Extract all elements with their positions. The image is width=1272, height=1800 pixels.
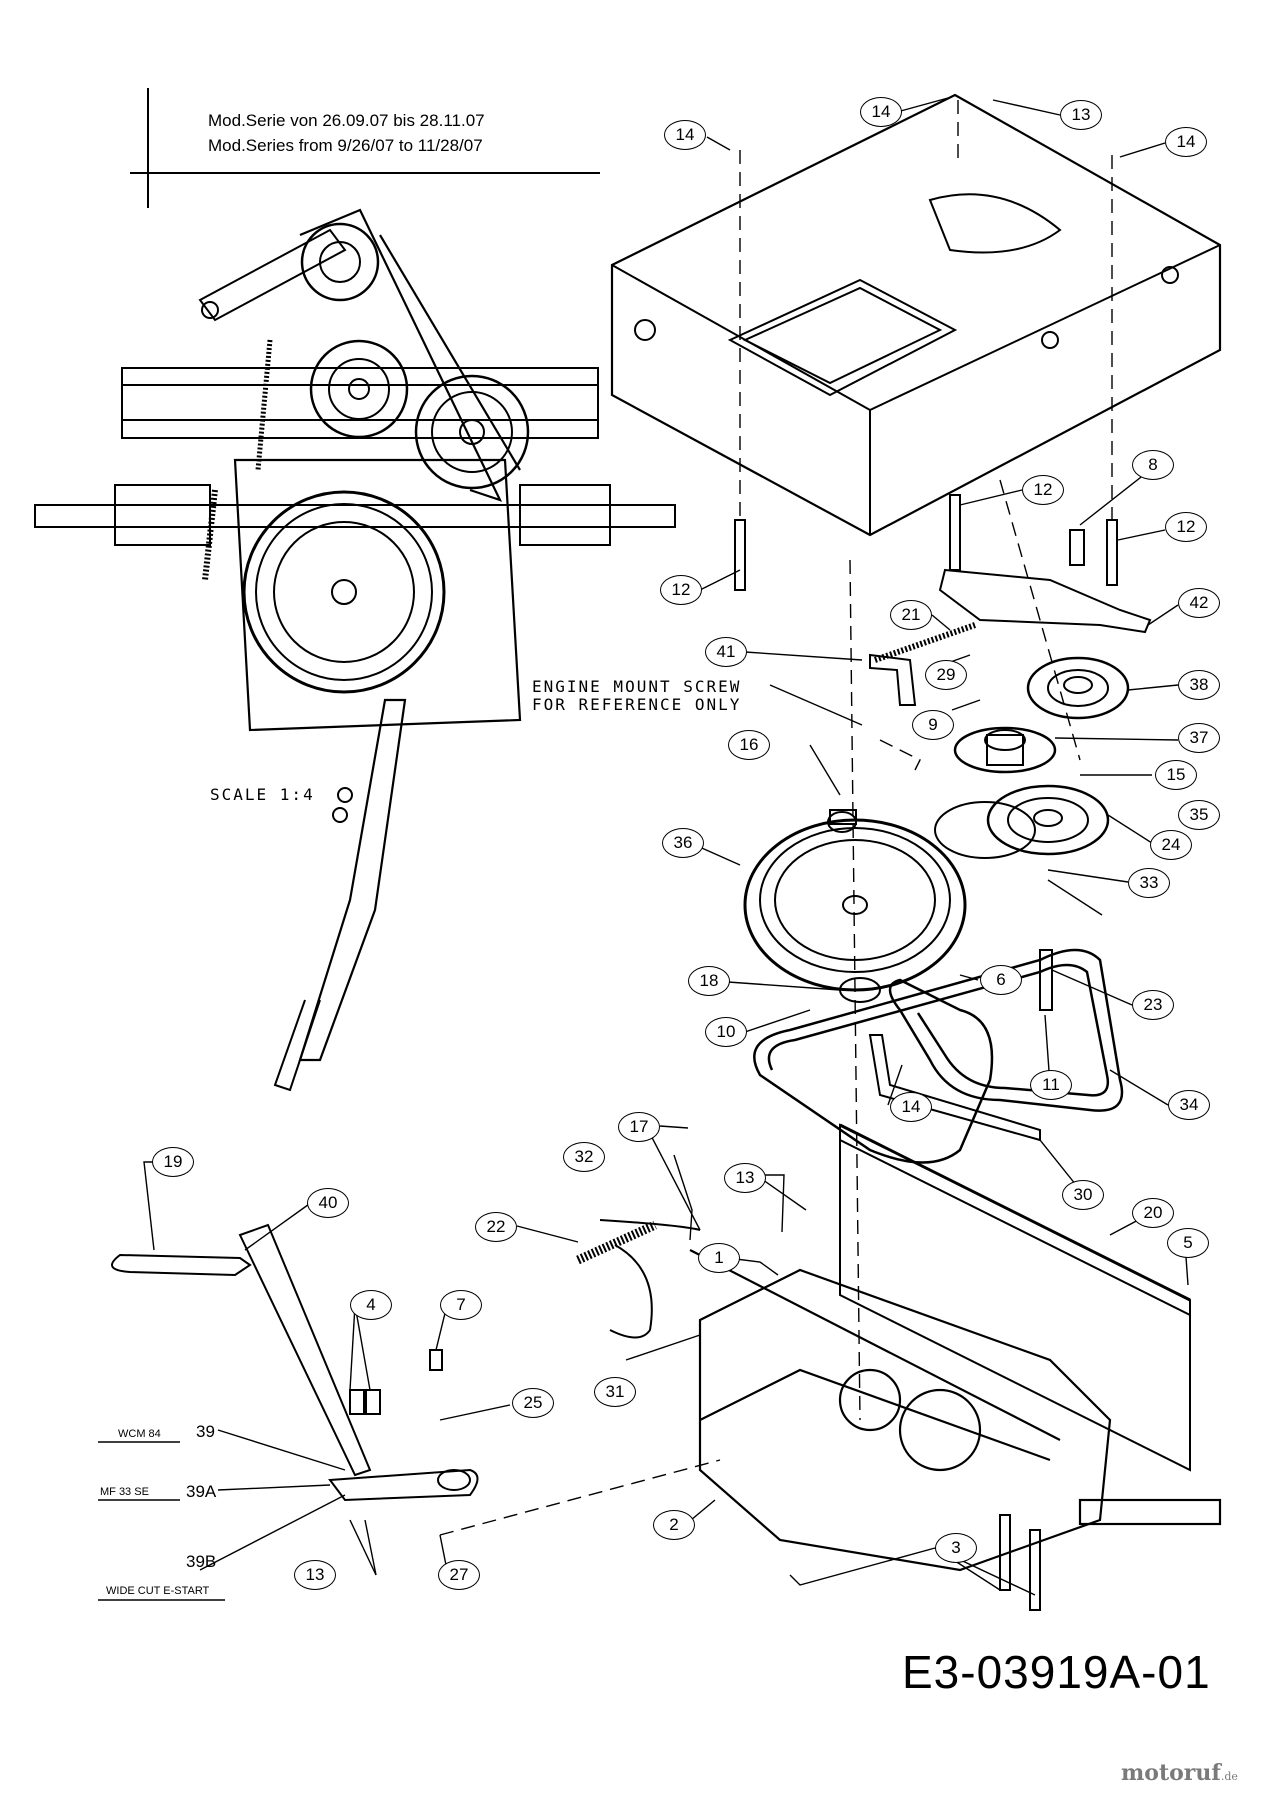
variant-part-1: 39 bbox=[196, 1422, 215, 1441]
callout-13[interactable]: 13 bbox=[294, 1560, 336, 1590]
callout-15[interactable]: 15 bbox=[1155, 760, 1197, 790]
bracket-30 bbox=[868, 1034, 1041, 1142]
callout-12[interactable]: 12 bbox=[660, 575, 702, 605]
leader-lines bbox=[98, 97, 1189, 1601]
watermark-logo: motoruf.de bbox=[1121, 1760, 1238, 1786]
callout-25[interactable]: 25 bbox=[512, 1388, 554, 1418]
model-series-en: Mod.Series from 9/26/07 to 11/28/07 bbox=[208, 136, 483, 155]
variant-label-2: MF 33 SE bbox=[100, 1486, 149, 1498]
callout-40[interactable]: 40 bbox=[307, 1188, 349, 1218]
callout-14[interactable]: 14 bbox=[890, 1092, 932, 1122]
callout-35[interactable]: 35 bbox=[1178, 800, 1220, 830]
callout-32[interactable]: 32 bbox=[563, 1142, 605, 1172]
variant-label-3: WIDE CUT E-START bbox=[106, 1585, 210, 1597]
callout-36[interactable]: 36 bbox=[662, 828, 704, 858]
callout-9[interactable]: 9 bbox=[912, 710, 954, 740]
bracket-42 bbox=[938, 568, 1152, 634]
spring-21 bbox=[874, 622, 976, 663]
callout-7[interactable]: 7 bbox=[440, 1290, 482, 1320]
callout-27[interactable]: 27 bbox=[438, 1560, 480, 1590]
callout-4[interactable]: 4 bbox=[350, 1290, 392, 1320]
callout-37[interactable]: 37 bbox=[1178, 723, 1220, 753]
watermark-tld: .de bbox=[1220, 1770, 1238, 1783]
callout-31[interactable]: 31 bbox=[594, 1377, 636, 1407]
callout-18[interactable]: 18 bbox=[688, 966, 730, 996]
drawing-number: E3-03919A-01 bbox=[902, 1646, 1211, 1698]
engine-mount-note-2: FOR REFERENCE ONLY bbox=[532, 695, 742, 714]
callout-6[interactable]: 6 bbox=[980, 965, 1022, 995]
callout-29[interactable]: 29 bbox=[925, 660, 967, 690]
pulleys bbox=[743, 656, 1130, 1003]
callout-2[interactable]: 2 bbox=[653, 1510, 695, 1540]
bracket-41 bbox=[869, 653, 917, 706]
variant-part-2: 39A bbox=[186, 1482, 217, 1501]
callout-21[interactable]: 21 bbox=[890, 600, 932, 630]
callout-23[interactable]: 23 bbox=[1132, 990, 1174, 1020]
watermark-brand: motoruf bbox=[1121, 1760, 1221, 1786]
callout-14[interactable]: 14 bbox=[860, 97, 902, 127]
callout-14[interactable]: 14 bbox=[664, 120, 706, 150]
callout-42[interactable]: 42 bbox=[1178, 588, 1220, 618]
callout-34[interactable]: 34 bbox=[1168, 1090, 1210, 1120]
model-series-de: Mod.Serie von 26.09.07 bis 28.11.07 bbox=[208, 111, 485, 130]
variant-part-3: 39B bbox=[186, 1552, 217, 1571]
belt-34 bbox=[753, 948, 1124, 1164]
transaxle-assembly-detail bbox=[34, 208, 676, 1092]
callout-10[interactable]: 10 bbox=[705, 1017, 747, 1047]
callout-13[interactable]: 13 bbox=[1060, 100, 1102, 130]
shift-lever bbox=[111, 1223, 479, 1502]
callout-13[interactable]: 13 bbox=[724, 1163, 766, 1193]
callout-3[interactable]: 3 bbox=[935, 1533, 977, 1563]
callout-33[interactable]: 33 bbox=[1128, 868, 1170, 898]
callout-1[interactable]: 1 bbox=[698, 1243, 740, 1273]
callout-11[interactable]: 11 bbox=[1030, 1070, 1072, 1100]
callout-41[interactable]: 41 bbox=[705, 637, 747, 667]
callout-16[interactable]: 16 bbox=[728, 730, 770, 760]
callout-22[interactable]: 22 bbox=[475, 1212, 517, 1242]
chassis-plate bbox=[610, 93, 1222, 537]
variant-label-1: WCM 84 bbox=[118, 1428, 161, 1440]
callout-17[interactable]: 17 bbox=[618, 1112, 660, 1142]
deflector-20 bbox=[839, 1123, 1191, 1472]
callout-24[interactable]: 24 bbox=[1150, 830, 1192, 860]
engine-mount-note-1: ENGINE MOUNT SCREW bbox=[532, 677, 742, 696]
callout-12[interactable]: 12 bbox=[1165, 512, 1207, 542]
callout-12[interactable]: 12 bbox=[1022, 475, 1064, 505]
callout-14[interactable]: 14 bbox=[1165, 127, 1207, 157]
callout-8[interactable]: 8 bbox=[1132, 450, 1174, 480]
springs bbox=[576, 1219, 701, 1339]
callout-5[interactable]: 5 bbox=[1167, 1228, 1209, 1258]
scale-note: SCALE 1:4 bbox=[210, 785, 315, 804]
callout-19[interactable]: 19 bbox=[152, 1147, 194, 1177]
callout-38[interactable]: 38 bbox=[1178, 670, 1220, 700]
assembly-lines bbox=[439, 100, 1113, 1536]
transaxle bbox=[689, 1249, 1222, 1572]
callout-30[interactable]: 30 bbox=[1062, 1180, 1104, 1210]
callout-20[interactable]: 20 bbox=[1132, 1198, 1174, 1228]
